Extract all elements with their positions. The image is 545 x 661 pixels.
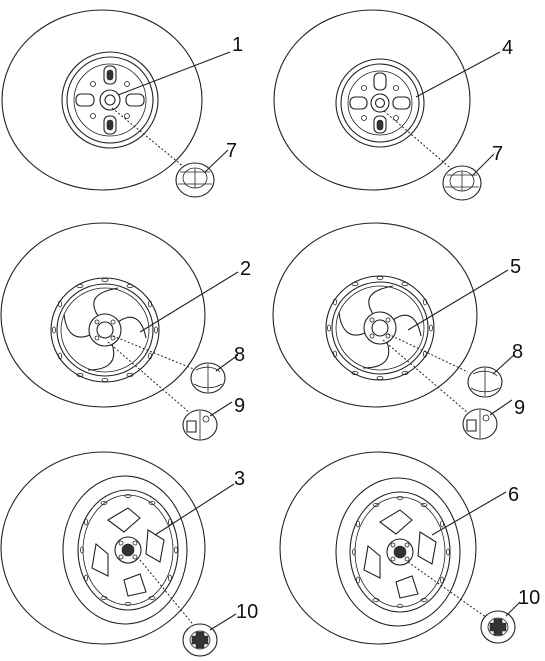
wheel-5 [272,222,478,408]
label-9a: 9 [234,395,245,417]
nut-7a [175,162,215,198]
wheel-2 [0,222,206,408]
label-8b: 8 [512,341,523,363]
leader-1 [117,51,231,96]
label-7b: 7 [492,143,503,165]
wheel-3 [0,451,206,645]
dotted-link-5-9 [382,339,469,414]
label-9b: 9 [514,397,525,419]
label-3: 3 [234,468,245,490]
nut-9a [182,409,218,441]
dotted-link-1-7 [111,107,191,173]
nut-7b [442,165,482,201]
dotted-link-3-10 [139,559,197,629]
label-5: 5 [510,256,521,278]
dotted-link-2-8 [112,335,197,371]
dotted-link-6-10 [407,561,491,621]
leader-7a [204,149,229,173]
wheel-4 [273,9,471,191]
leader-10a [209,613,237,631]
leader-9b [489,399,513,416]
leader-4 [415,51,501,98]
label-1: 1 [232,34,243,56]
leader-2 [139,271,239,333]
wheel-6 [279,451,477,645]
nut-9b [462,408,498,440]
nut-10a [182,623,218,657]
leader-8b [492,354,515,375]
label-2: 2 [240,258,251,280]
label-8a: 8 [234,344,245,366]
leader-9a [209,401,233,417]
label-10a: 10 [236,601,258,623]
leader-5 [407,269,509,331]
leader-6 [431,491,507,536]
label-10b: 10 [518,587,540,609]
nut-8b [467,366,503,398]
label-6: 6 [508,484,519,506]
leader-3 [154,483,235,536]
leader-8a [215,354,239,372]
dotted-link-5-8 [387,333,469,373]
leader-7b [471,153,495,177]
label-7a: 7 [226,140,237,162]
leader-10b [505,601,521,617]
nut-10b [480,610,516,644]
label-4: 4 [502,37,513,59]
wheel-1 [1,9,203,191]
